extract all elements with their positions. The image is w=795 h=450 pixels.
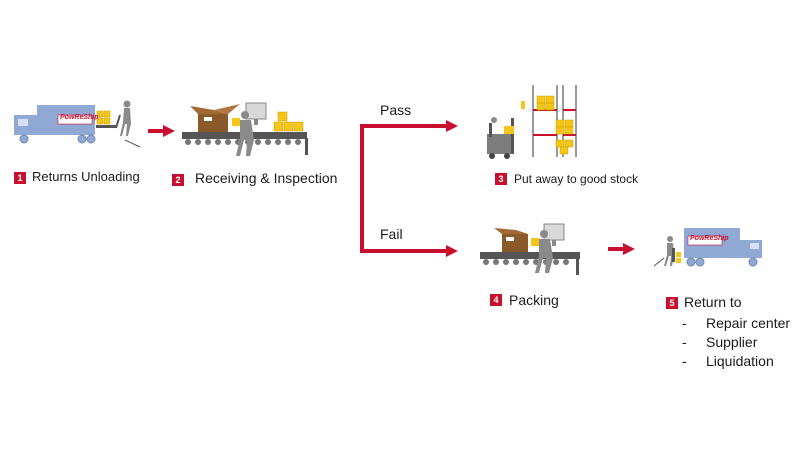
list-dash: -: [682, 353, 687, 369]
fail-arrow: [360, 126, 448, 253]
pass-label: Pass: [380, 102, 412, 118]
truck-brand-text: PowReShip: [690, 235, 729, 242]
step-4-label: Packing: [509, 292, 559, 308]
list-item: - Liquidation: [682, 352, 790, 371]
step-1-badge: 1: [14, 172, 26, 184]
step-3-badge: 3: [495, 173, 507, 185]
list-item: - Supplier: [682, 333, 790, 352]
step-2-badge: 2: [172, 174, 184, 186]
list-item: - Repair center: [682, 314, 790, 333]
list-dash: -: [682, 334, 687, 350]
step-2-label: Receiving & Inspection: [195, 170, 338, 186]
step-3-label: Put away to good stock: [514, 172, 639, 186]
step-1-label: Returns Unloading: [32, 169, 140, 184]
fail-label: Fail: [380, 226, 403, 242]
truck-logo: [57, 114, 93, 125]
return-destination-list: - Repair center - Supplier - Liquidation: [682, 314, 790, 371]
destination-supplier: Supplier: [706, 334, 758, 350]
truck-logo: [687, 235, 723, 246]
step-5-badge: 5: [666, 297, 678, 309]
truck-brand-text: PowReShip: [60, 114, 99, 121]
forklift: [487, 134, 511, 154]
list-dash: -: [682, 315, 687, 331]
destination-repair-center: Repair center: [706, 315, 791, 331]
step-4-badge: 4: [490, 294, 502, 306]
destination-liquidation: Liquidation: [706, 353, 774, 369]
step-5-label: Return to: [684, 294, 742, 310]
conveyor: [480, 252, 580, 259]
